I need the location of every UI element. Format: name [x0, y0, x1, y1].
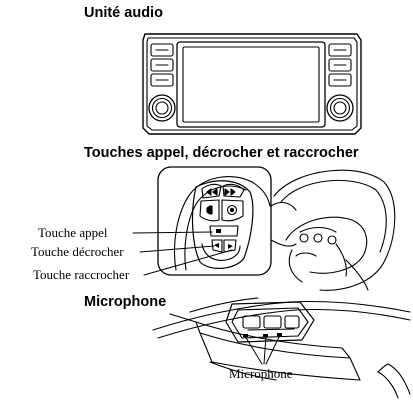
- steering-wheel-illustration: [273, 169, 396, 291]
- audio-unit-illustration: [142, 33, 362, 135]
- audio-unit-heading: Unité audio: [84, 5, 163, 21]
- buttons-heading: Touches appel, décrocher et raccrocher: [84, 145, 359, 161]
- volume-mode-keys: [199, 199, 244, 222]
- audio-left-knob: [148, 94, 176, 122]
- audio-left-keys: [150, 43, 174, 87]
- microphone-label: Microphone: [229, 366, 293, 381]
- switch-inset: [157, 166, 297, 276]
- audio-right-keys: [328, 43, 352, 87]
- hang-up-button-label: Touche raccrocher: [33, 267, 130, 282]
- callout-leaders: [132, 231, 233, 276]
- pick-up-button-label: Touche décrocher: [31, 244, 124, 259]
- microphone-grille: [243, 333, 282, 337]
- microphone-illustration: [152, 297, 411, 399]
- microphone-leaders: [244, 334, 281, 365]
- microphone-heading: Microphone: [84, 294, 167, 310]
- track-keys: [201, 183, 245, 199]
- call-button-label: Touche appel: [38, 225, 108, 240]
- phone-keys: [201, 225, 241, 261]
- audio-right-knob: [326, 94, 354, 122]
